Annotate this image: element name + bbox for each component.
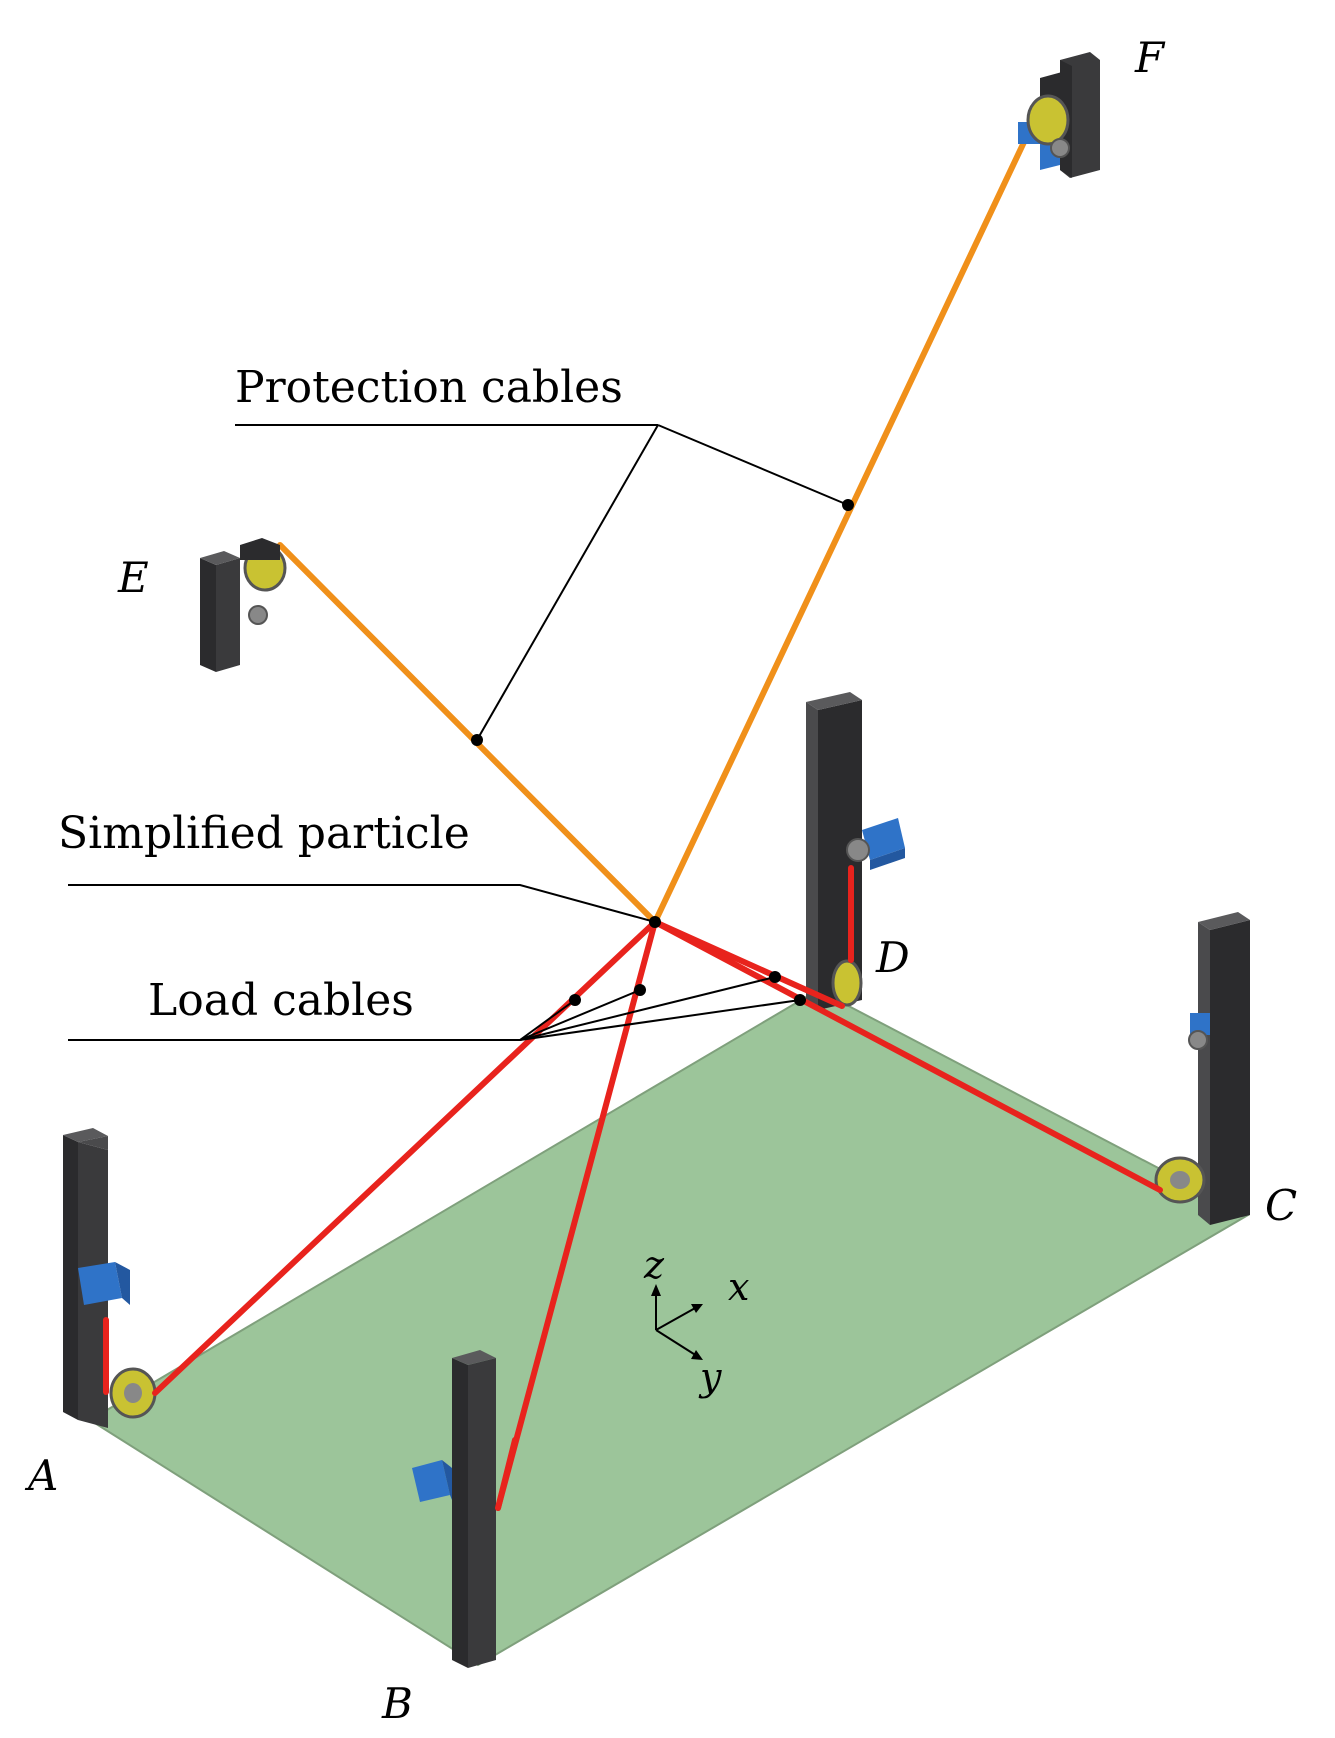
pulley-c	[1154, 1156, 1206, 1204]
load-dot-4	[794, 994, 806, 1006]
protection-cable-e	[277, 542, 658, 925]
point-label-f: F	[1134, 33, 1166, 82]
pulley-e	[240, 538, 287, 625]
particle-dot	[649, 916, 661, 928]
pulley-a	[109, 1367, 157, 1419]
annotation-lines	[68, 424, 849, 1041]
load-cable-c	[652, 919, 1163, 1193]
marker-dots	[471, 499, 854, 1006]
axis-label-x: x	[728, 1265, 749, 1309]
pulley-f	[1026, 94, 1070, 158]
point-label-d: D	[875, 933, 910, 982]
leader-load-3	[519, 976, 776, 1041]
load-cable-d	[652, 919, 845, 1009]
leader-load-1	[519, 999, 576, 1041]
pulley-d	[831, 959, 863, 1007]
axis-label-z: z	[643, 1243, 665, 1287]
leader-particle	[68, 884, 656, 923]
axis-x	[655, 1306, 698, 1331]
leader-load-4	[519, 999, 801, 1041]
load-dot-3	[769, 971, 781, 983]
leader-protection-to-e	[476, 424, 659, 741]
motor-a	[78, 1262, 130, 1305]
motor-c	[1188, 1013, 1210, 1050]
platform	[88, 988, 1251, 1667]
leader-protection-to-f	[657, 424, 849, 506]
point-label-c: C	[1265, 1181, 1297, 1230]
pillar-b	[452, 1350, 496, 1668]
protection-cables	[277, 137, 1028, 925]
motor-d	[846, 818, 905, 870]
protection-dot-e	[471, 734, 483, 746]
axis-y	[655, 1329, 698, 1357]
motor-b	[412, 1460, 452, 1502]
leader-load-2	[519, 989, 641, 1041]
load-cable-b	[495, 919, 658, 1511]
pillar-c	[1198, 912, 1250, 1225]
point-label-e: E	[117, 553, 149, 602]
point-label-a: A	[24, 1451, 58, 1500]
pillar-e	[200, 551, 240, 672]
load-cable-b-end	[495, 1437, 518, 1511]
protection-cable-f	[652, 137, 1028, 925]
axis-label-y: y	[698, 1355, 722, 1399]
label-load-cables: Load cables	[148, 975, 414, 1026]
label-simplified-particle: Simplified particle	[58, 808, 470, 859]
label-protection-cables: Protection cables	[235, 362, 623, 413]
point-label-b: B	[381, 1679, 413, 1728]
load-dot-1	[569, 994, 581, 1006]
protection-dot-f	[842, 499, 854, 511]
coordinate-frame	[651, 1284, 703, 1360]
load-dot-2	[634, 984, 646, 996]
